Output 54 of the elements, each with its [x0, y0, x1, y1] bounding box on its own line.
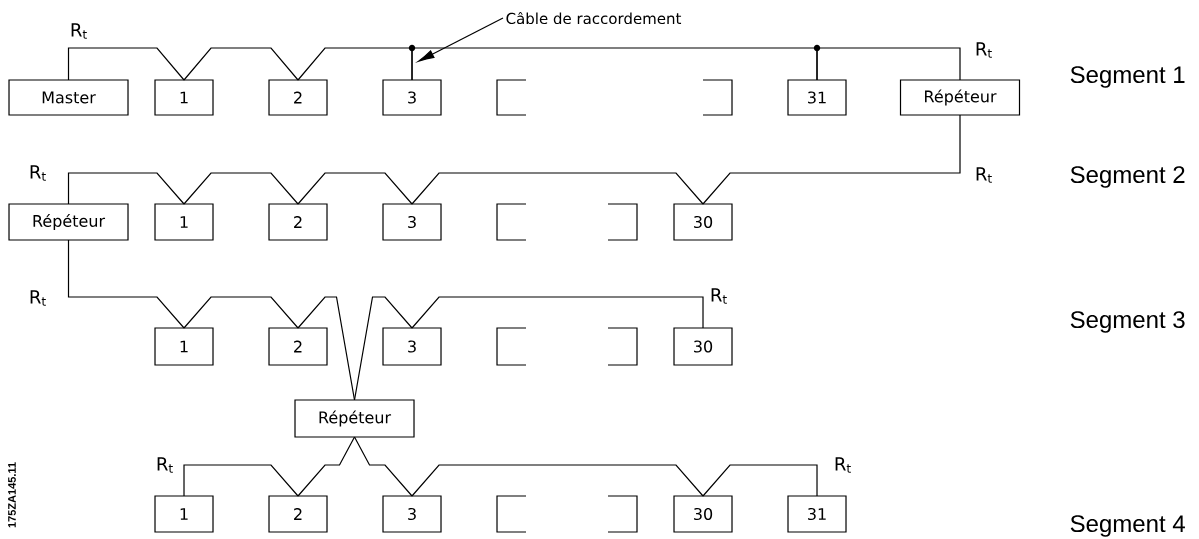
device-box: 1 [154, 495, 214, 533]
bus-line [67, 172, 185, 205]
terminator-label: R$_{t}$ [711, 288, 727, 304]
drawing-number: 175ZA145.11 [8, 462, 16, 528]
terminator-label: R$_{t}$ [157, 457, 173, 473]
bus-line [67, 47, 185, 81]
bus-line [411, 464, 704, 497]
terminator-label: R$_{t}$ [30, 165, 46, 181]
device-box: 2 [268, 495, 328, 533]
bus-line [183, 172, 299, 205]
bus-line [353, 296, 413, 401]
device-box: Répéteur [294, 399, 415, 438]
terminator-label: R$_{t}$ [976, 167, 992, 183]
device-box: 30 [673, 203, 733, 241]
terminator-label: R$_{t}$ [71, 23, 87, 39]
bus-line [816, 47, 961, 81]
device-box: 30 [673, 495, 733, 533]
device-box: 30 [673, 327, 733, 366]
device-box: 31 [787, 495, 847, 533]
device-box: 3 [382, 327, 442, 366]
device-box: Master [8, 79, 129, 116]
callout-text: Câble de raccordement [506, 11, 682, 25]
segment-label: Segment 4 [1070, 515, 1185, 537]
bus-line [411, 172, 704, 205]
bus-line [297, 296, 356, 401]
terminator-label: R$_{t}$ [976, 42, 992, 58]
device-box: 3 [382, 495, 442, 533]
device-box: 2 [268, 327, 328, 366]
device-box: 31 [787, 79, 847, 116]
terminator-label: R$_{t}$ [835, 457, 851, 473]
device-box: 2 [268, 203, 328, 241]
device-box: 2 [268, 79, 328, 116]
device-box: 1 [154, 79, 214, 116]
segment-label: Segment 3 [1070, 311, 1185, 333]
segment-label: Segment 1 [1070, 66, 1185, 88]
bus-line [411, 296, 704, 329]
device-box: 3 [382, 79, 442, 116]
bus-line [702, 114, 961, 205]
bus-line [297, 436, 356, 497]
bus-line [183, 296, 299, 329]
terminator-label: R$_{t}$ [30, 290, 46, 306]
leader-line [418, 17, 504, 62]
segment-label: Segment 2 [1070, 166, 1185, 188]
bus-line [183, 47, 299, 81]
bus-line [297, 172, 413, 205]
bus-line [183, 464, 299, 497]
device-box: Répéteur [899, 79, 1021, 116]
device-box: 1 [154, 327, 214, 366]
bus-line [353, 436, 413, 497]
device-box: Répéteur [8, 203, 129, 241]
device-box: 3 [382, 203, 442, 241]
bus-line [702, 464, 818, 497]
device-box: 1 [154, 203, 214, 241]
bus-line [67, 239, 185, 329]
